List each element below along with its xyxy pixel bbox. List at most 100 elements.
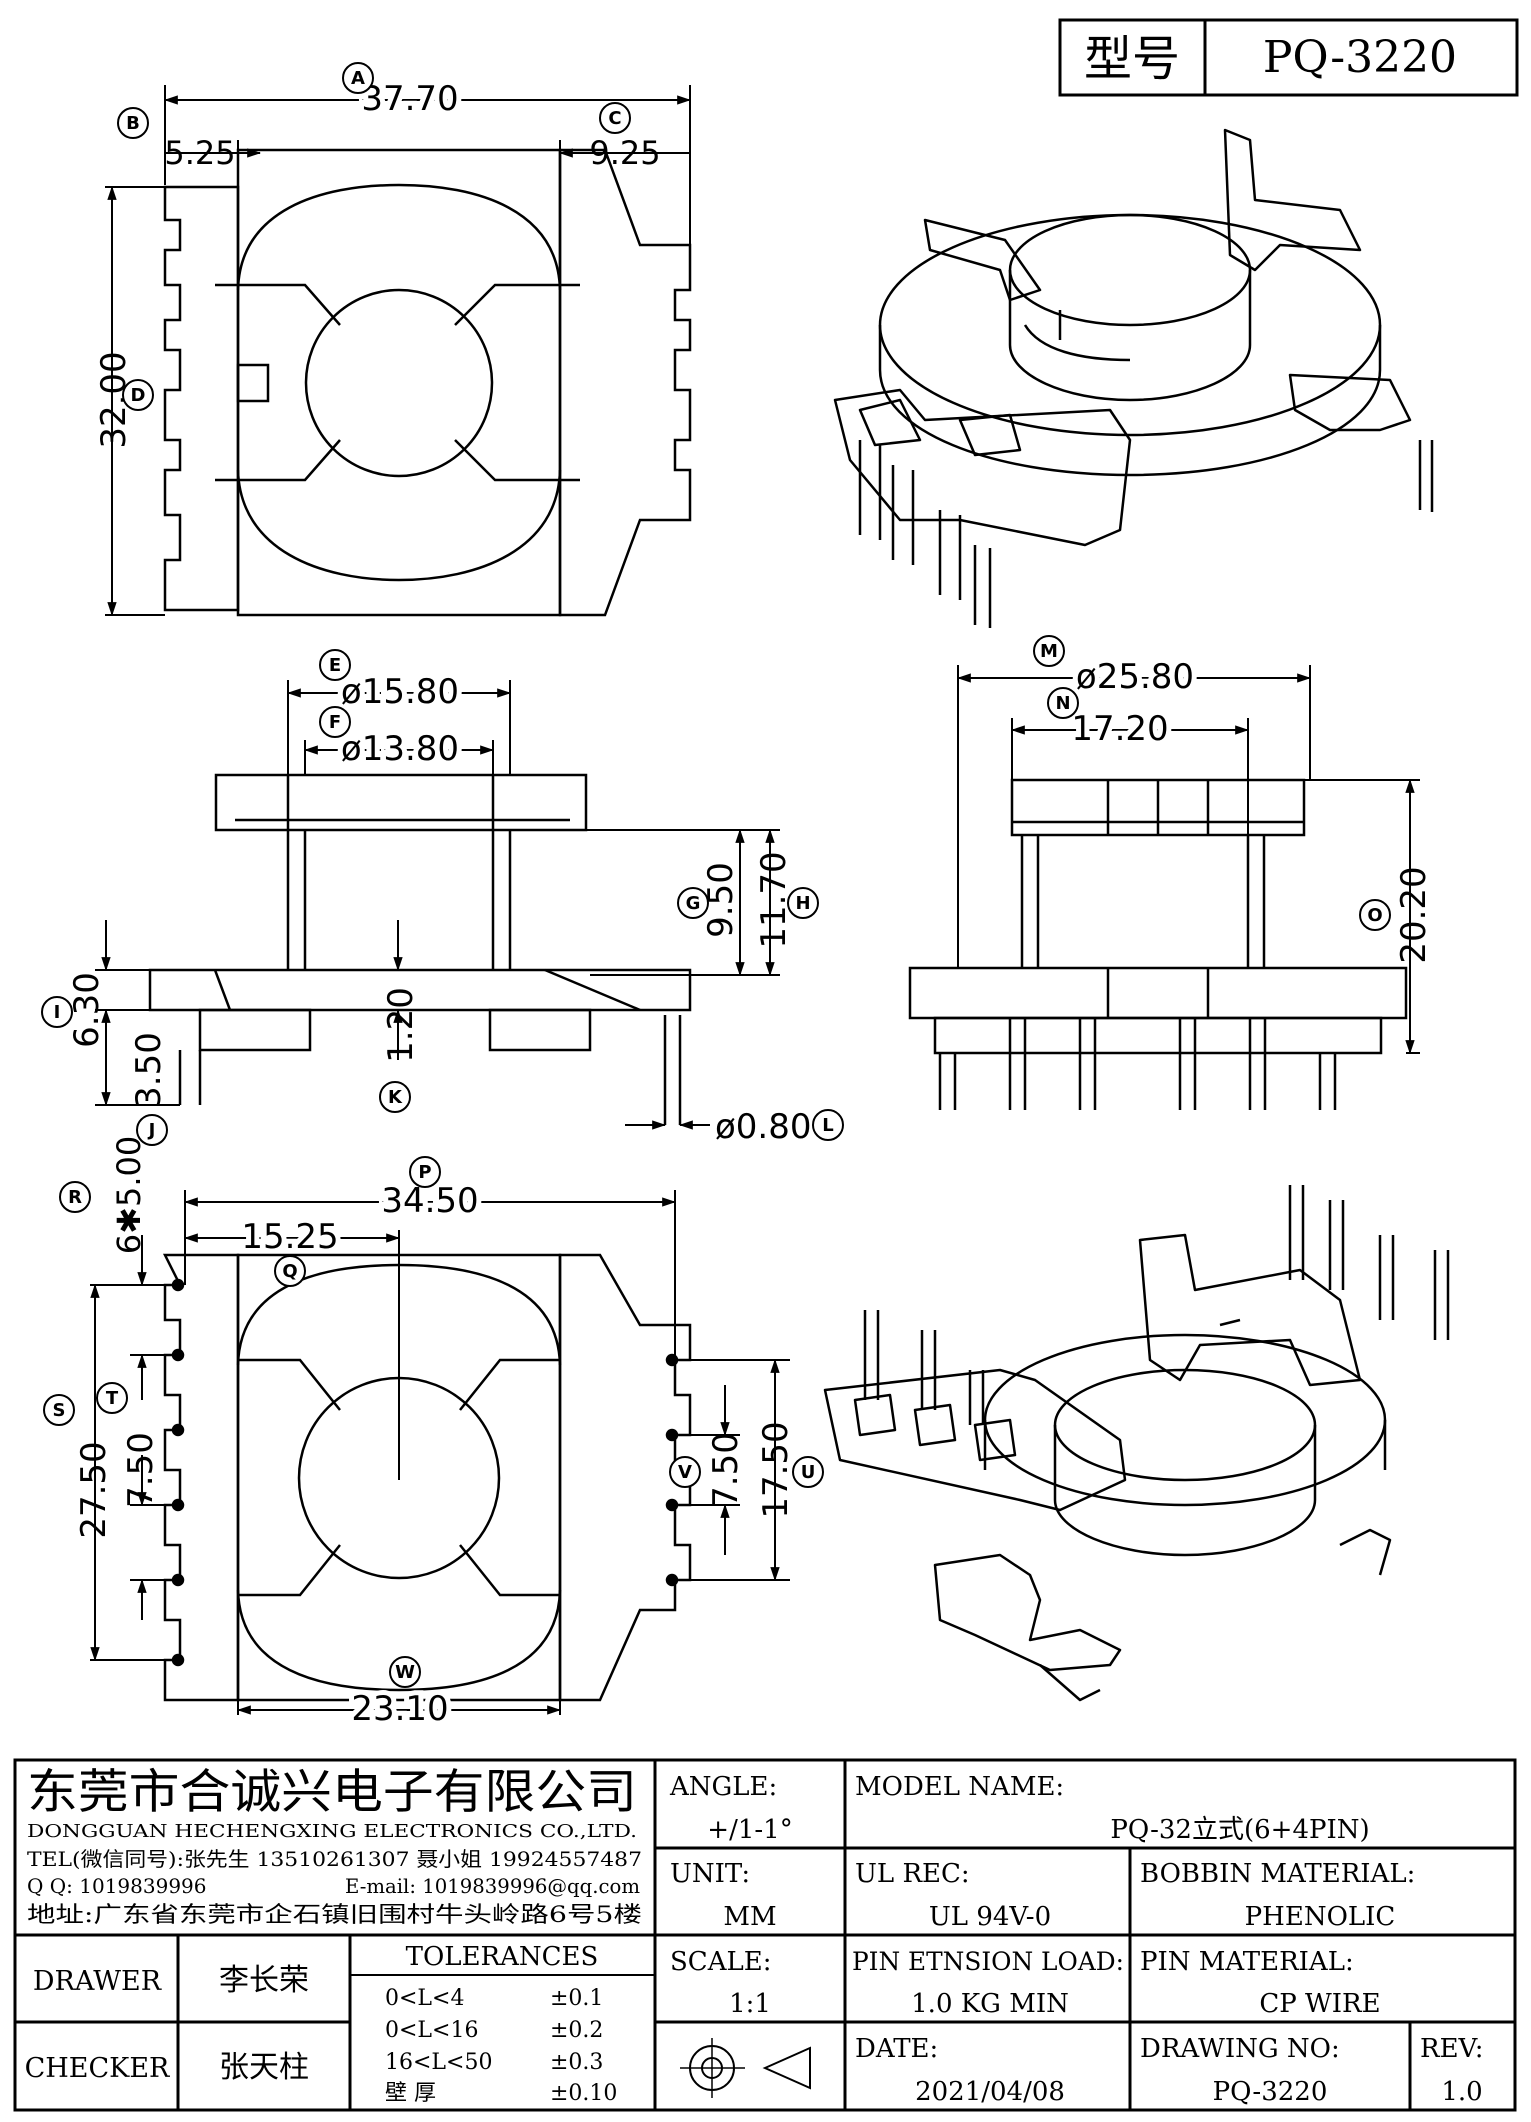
dim-I-value: 6.30 (67, 972, 107, 1048)
dim-L-value: ø0.80 (715, 1107, 812, 1147)
company-email: E-mail: 1019839996@qq.com (345, 1874, 640, 1898)
dim-T-letter: T (106, 1388, 119, 1409)
tolerance-value: ±0.2 (550, 2018, 603, 2043)
company-qq: Q Q: 1019839996 (27, 1874, 207, 1898)
tolerances-title: TOLERANCES (406, 1942, 599, 1972)
dim-Q-value: 15.25 (241, 1217, 338, 1257)
dim-O-value: 20.20 (1394, 866, 1434, 963)
dim-F-letter: F (329, 712, 341, 733)
dim-P-letter: P (418, 1162, 431, 1183)
iso-view-lower (823, 1185, 1450, 1702)
dim-C-value: 9.25 (589, 134, 660, 172)
tolerance-range: 0<L<16 (385, 2018, 478, 2043)
pin-material-label: PIN MATERIAL: (1140, 1947, 1354, 1977)
bottom-view (162, 1253, 692, 1702)
tolerance-value: ±0.10 (550, 2081, 617, 2106)
unit-value: MM (723, 1902, 776, 1932)
dim-S-letter: S (53, 1400, 66, 1421)
iso-view-upper (833, 128, 1434, 628)
dim-B-letter: B (126, 113, 140, 134)
dim-W-value: 23.10 (351, 1689, 448, 1729)
company-tel: TEL(微信同号):张先生 13510261307 聂小姐 1992455748… (27, 1847, 642, 1871)
top-view (163, 148, 692, 617)
dim-M-letter: M (1040, 641, 1058, 662)
angle-label: ANGLE: (669, 1772, 777, 1802)
dim-N-letter: N (1055, 693, 1070, 714)
bobbin-material-label: BOBBIN MATERIAL: (1140, 1859, 1415, 1889)
side-view (908, 778, 1408, 1110)
rev-label: REV: (1420, 2034, 1483, 2064)
dim-U-letter: U (801, 1462, 816, 1483)
dim-E-letter: E (329, 655, 341, 676)
dim-U-value: 17.50 (756, 1421, 796, 1518)
dim-C-letter: C (608, 108, 621, 129)
dim-letters: A B C D E F G H I J K L M N O P Q R S T … (53, 68, 1383, 1683)
dim-H-letter: H (795, 893, 810, 914)
tolerance-value: ±0.1 (550, 1986, 603, 2011)
model-box-value: PQ-3220 (1263, 32, 1457, 83)
drawer-label: DRAWER (33, 1966, 162, 1997)
front-view (148, 773, 692, 1125)
pin-material-value: CP WIRE (1259, 1989, 1380, 2019)
ul-rec-label: UL REC: (855, 1859, 970, 1889)
dim-I-letter: I (54, 1002, 61, 1023)
company-name-cn: 东莞市合诚兴电子有限公司 (27, 1765, 637, 1820)
dim-J-value: 3.50 (129, 1032, 169, 1108)
model-box: 型号 PQ-3220 (1058, 18, 1519, 97)
dim-V-value: 7.50 (706, 1432, 746, 1508)
title-block-text: 东莞市合诚兴电子有限公司 DONGGUAN HECHENGXING ELECTR… (25, 1765, 1484, 2107)
dim-S-value: 27.50 (74, 1441, 114, 1538)
front-view-dims (95, 680, 780, 1130)
unit-label: UNIT: (670, 1859, 750, 1889)
scale-label: SCALE: (670, 1947, 772, 1977)
tolerance-value: ±0.3 (550, 2050, 603, 2075)
scale-value: 1:1 (729, 1989, 771, 2019)
dim-K-value: 1.20 (381, 987, 421, 1063)
checker-value: 张天柱 (219, 2050, 309, 2085)
pin-load-value: 1.0 KG MIN (911, 1989, 1069, 2019)
dim-L-letter: L (822, 1115, 833, 1136)
company-address: 地址:广东省东莞市企石镇旧围村牛头岭路6号5楼 (27, 1903, 642, 1928)
angle-value: +/1-1° (707, 1815, 792, 1845)
ul-rec-value: UL 94V-0 (929, 1902, 1051, 1932)
date-value: 2021/04/08 (915, 2077, 1065, 2107)
dim-D-letter: D (131, 385, 146, 406)
dim-R-value: 6✱5.00 (110, 1136, 148, 1254)
dim-O-letter: O (1367, 905, 1382, 926)
checker-label: CHECKER (25, 2053, 170, 2084)
rev-value: 1.0 (1441, 2077, 1482, 2107)
dim-letter-bubbles (41, 62, 1391, 1688)
title-block (13, 1758, 1517, 2112)
tolerance-range: 16<L<50 (385, 2050, 492, 2075)
tolerance-range: 0<L<4 (385, 1986, 464, 2011)
dim-J-letter: J (147, 1120, 156, 1141)
dim-K-letter: K (388, 1087, 403, 1108)
dim-G-letter: G (686, 893, 701, 914)
company-name-en: DONGGUAN HECHENGXING ELECTRONICS CO.,LTD… (27, 1821, 637, 1842)
dim-A (105, 85, 692, 617)
dim-A-value: 37.70 (361, 79, 458, 119)
tolerance-range: 壁 厚 (385, 2081, 436, 2106)
dim-Q-letter: Q (282, 1261, 297, 1282)
dim-B-value: 5.25 (164, 134, 235, 172)
drawing-no-label: DRAWING NO: (1140, 2034, 1340, 2064)
side-view-dims (956, 665, 1420, 1055)
model-name-value: PQ-32立式(6+4PIN) (1110, 1815, 1369, 1845)
dim-labels: 37.70 5.25 9.25 32.00 ø15.80 ø13.80 9.50… (67, 74, 1434, 1734)
pin-load-label: PIN ETNSION LOAD: (852, 1947, 1124, 1976)
dim-T-value: 7.50 (121, 1432, 161, 1508)
dim-N-value: 17.20 (1071, 709, 1168, 749)
date-label: DATE: (855, 2034, 938, 2064)
drawer-value: 李长荣 (219, 1963, 309, 1998)
dim-W-letter: W (395, 1662, 415, 1683)
dim-A-letter: A (351, 68, 365, 89)
model-name-label: MODEL NAME: (855, 1772, 1064, 1802)
model-box-label: 型号 (1084, 31, 1180, 87)
dim-E-value: ø15.80 (341, 672, 459, 712)
dim-R-letter: R (68, 1187, 82, 1208)
bobbin-material-value: PHENOLIC (1245, 1902, 1396, 1932)
dim-V-letter: V (678, 1462, 692, 1483)
dim-F-value: ø13.80 (341, 729, 459, 769)
dim-M-value: ø25.80 (1076, 657, 1194, 697)
